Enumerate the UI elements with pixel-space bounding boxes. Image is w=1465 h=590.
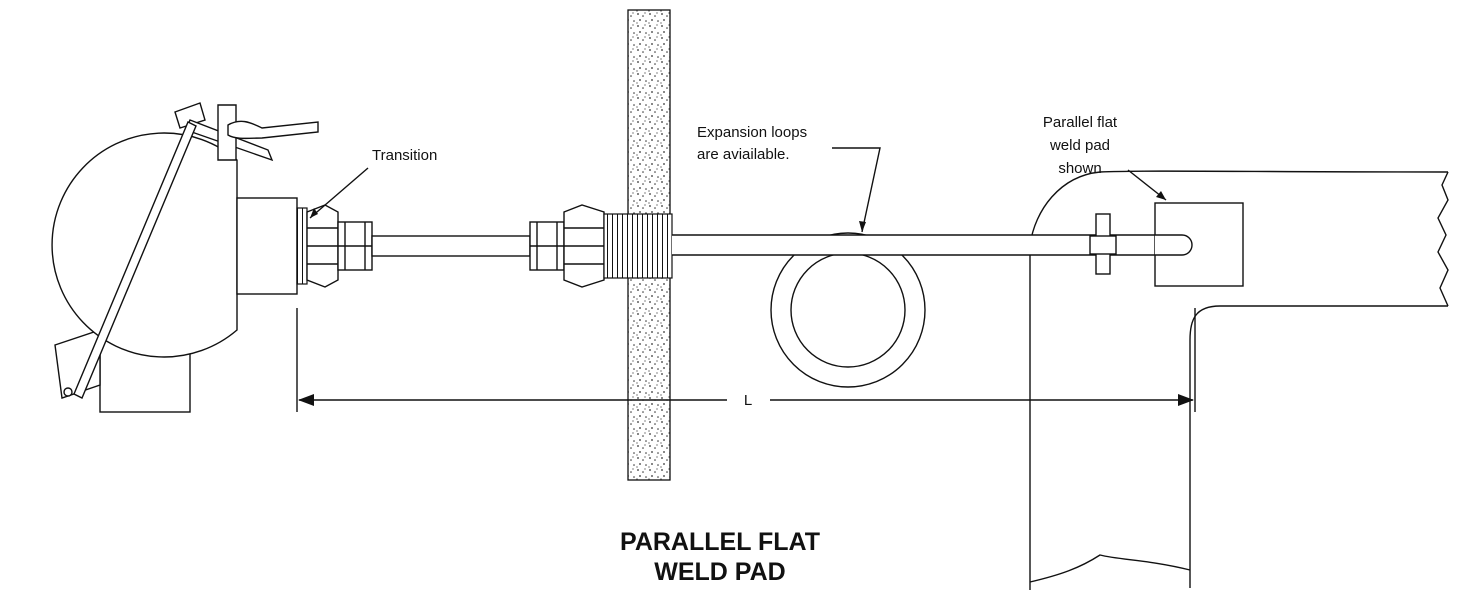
pad-label-line1: Parallel flat (1043, 114, 1118, 131)
connection-head (51, 102, 319, 413)
expansion-loop (770, 232, 926, 388)
pad-label-line2: weld pad (1049, 137, 1110, 154)
sheath-tube-left (371, 235, 531, 257)
transition-label: Transition (372, 147, 437, 164)
dimension-label: L (744, 392, 752, 409)
tube-clip (1089, 213, 1117, 275)
expansion-label-line1: Expansion loops (697, 124, 807, 141)
title-line1: PARALLEL FLAT (620, 528, 820, 556)
wall-fitting (529, 204, 673, 288)
pad-label-line3: shown (1058, 160, 1101, 177)
expansion-label-line2: are aviailable. (697, 146, 790, 163)
weld-pad (1154, 202, 1244, 287)
dimension-l (296, 308, 1196, 412)
transition-fitting (296, 204, 373, 288)
leader-lines (309, 147, 1167, 233)
title-line2: WELD PAD (654, 558, 785, 586)
